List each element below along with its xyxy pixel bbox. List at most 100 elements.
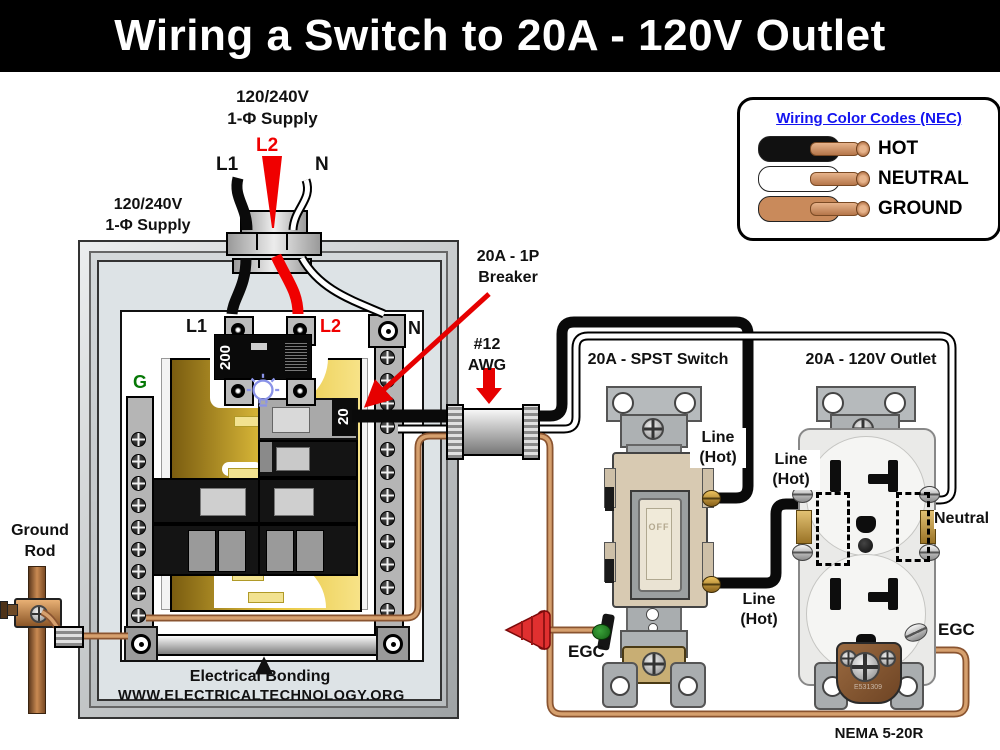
screw-icon: [380, 465, 395, 480]
outlet-slot-neutral[interactable]: [888, 460, 898, 492]
screw-icon: [131, 542, 146, 557]
screw-icon: [131, 564, 146, 579]
feed-l1-label: L1: [216, 154, 239, 175]
feed-l2-label: L2: [256, 135, 279, 156]
bonding-lug-ring: [383, 634, 403, 654]
wire-core-end: [856, 171, 870, 187]
breaker-handle: [272, 407, 310, 433]
nut-facet: [256, 234, 258, 250]
bonding-lug-left: [124, 626, 158, 662]
outlet-egc-label: EGC: [938, 620, 975, 639]
switch-mount-hole: [674, 392, 696, 414]
outlet-slot-hot[interactable]: [830, 460, 841, 492]
legend-box: Wiring Color Codes (NEC) HOT NEUTRAL GRO…: [737, 97, 1000, 241]
breaker-handle: [276, 447, 310, 471]
neutral-wire: [398, 333, 955, 503]
panel-l2-wire: [271, 253, 304, 315]
supply-side-line2: 1-Φ Supply: [105, 217, 191, 234]
awg-callout-arrow: [476, 368, 502, 404]
switch-strap-hole: [646, 608, 659, 621]
panel-g-label: G: [133, 372, 148, 392]
breaker-handle: [274, 488, 314, 516]
switch-line-terminal-top: [702, 490, 721, 507]
breaker-row4-right: [258, 524, 358, 576]
legend-label-ground: GROUND: [878, 198, 963, 219]
website-label: WWW.ELECTRICALTECHNOLOGY.ORG: [118, 688, 405, 704]
supply-top-label: 120/240V 1-Φ Supply: [190, 86, 355, 130]
panel-n-label: N: [408, 318, 421, 338]
service-mast-nut: [226, 232, 322, 256]
awg-callout-line2: AWG: [467, 357, 507, 374]
screw-icon: [380, 534, 395, 549]
breaker-row2: [258, 440, 358, 478]
panel-l1-label: L1: [186, 316, 208, 336]
supply-n-wire: [290, 179, 310, 231]
line-hot-line2: (Hot): [699, 449, 737, 466]
neutral-terminal-highlight: [896, 492, 930, 562]
ground-rod-bolt-head: [0, 601, 8, 619]
switch-toggle-face: [646, 508, 672, 580]
legend-title-link[interactable]: Wiring Color Codes (NEC): [776, 110, 962, 127]
outlet-mount-hole: [822, 392, 844, 414]
outlet-bracket-screw: [879, 650, 896, 667]
outlet-slot-hot[interactable]: [830, 578, 841, 610]
supply-l1-wire: [231, 176, 253, 231]
screw-icon: [131, 608, 146, 623]
ground-rod-line2: Rod: [24, 543, 56, 560]
outlet-stamp: E531309: [853, 684, 883, 691]
wire-core: [810, 172, 860, 186]
outlet-slot-neutral[interactable]: [888, 578, 898, 610]
hot-wire-to-switch: [470, 316, 754, 504]
switch-line-hot-bottom-label: Line (Hot): [728, 590, 790, 630]
bus-stab: [248, 592, 284, 603]
outlet-title: 20A - 120V Outlet: [805, 351, 937, 368]
wire-nut: [504, 609, 551, 651]
lug-screw: [231, 384, 245, 398]
outlet-bracket-screw-main: [850, 652, 880, 682]
outlet-slot-neutral-t[interactable]: [868, 474, 892, 484]
switch-ear-hole: [678, 676, 698, 696]
feed-n-label: N: [315, 154, 329, 175]
supply-side-line1: 120/240V: [113, 196, 183, 213]
breaker-callout-arrow: [363, 292, 491, 408]
legend-label-hot: HOT: [878, 138, 919, 159]
screw-icon: [380, 488, 395, 503]
legend-label-neutral: NEUTRAL: [878, 168, 969, 189]
conduit-cap-left: [446, 404, 464, 460]
switch-yoke-screw: [642, 652, 666, 676]
outlet-slot-neutral-t[interactable]: [868, 592, 892, 602]
nema-label: NEMA 5-20R: [834, 725, 924, 742]
line-hot-line2: (Hot): [772, 471, 810, 488]
egc-wire: [146, 434, 968, 716]
wire-core-end: [856, 201, 870, 217]
neutral-lug-ring: [378, 321, 398, 341]
breaker-handle: [188, 530, 216, 572]
switch-terminal-dark: [605, 559, 614, 583]
outlet-ground-hole[interactable]: [856, 516, 876, 533]
switch-title: 20A - SPST Switch: [587, 351, 729, 368]
screw-icon: [131, 520, 146, 535]
title-bar: Wiring a Switch to 20A - 120V Outlet: [0, 0, 1000, 72]
screw-icon: [131, 432, 146, 447]
switch-ear-hole: [610, 676, 630, 696]
panel-l2-label: L2: [320, 316, 342, 336]
breaker-callout-line1: 20A - 1P: [476, 248, 540, 265]
nut-facet: [286, 234, 288, 250]
bonding-lug-ring: [131, 634, 151, 654]
page-title: Wiring a Switch to 20A - 120V Outlet: [114, 11, 886, 60]
outlet-mount-hole: [884, 392, 906, 414]
conduit-cap-right: [522, 404, 540, 460]
screw-icon: [131, 586, 146, 601]
awg-callout-line1: #12: [473, 336, 501, 353]
wire-core: [810, 142, 860, 156]
breaker-handle: [260, 442, 272, 472]
line-hot-line1: Line: [742, 591, 776, 608]
panel-n-wire-outline: [298, 255, 386, 319]
outlet-hot-terminal: [792, 544, 813, 561]
switch-line-hot-top-label: Line (Hot): [690, 428, 746, 468]
breaker-20a: 20: [258, 398, 358, 440]
breaker-barcode-detail: [285, 341, 307, 373]
breaker-row3-right: [258, 478, 358, 524]
screw-icon: [380, 350, 395, 365]
